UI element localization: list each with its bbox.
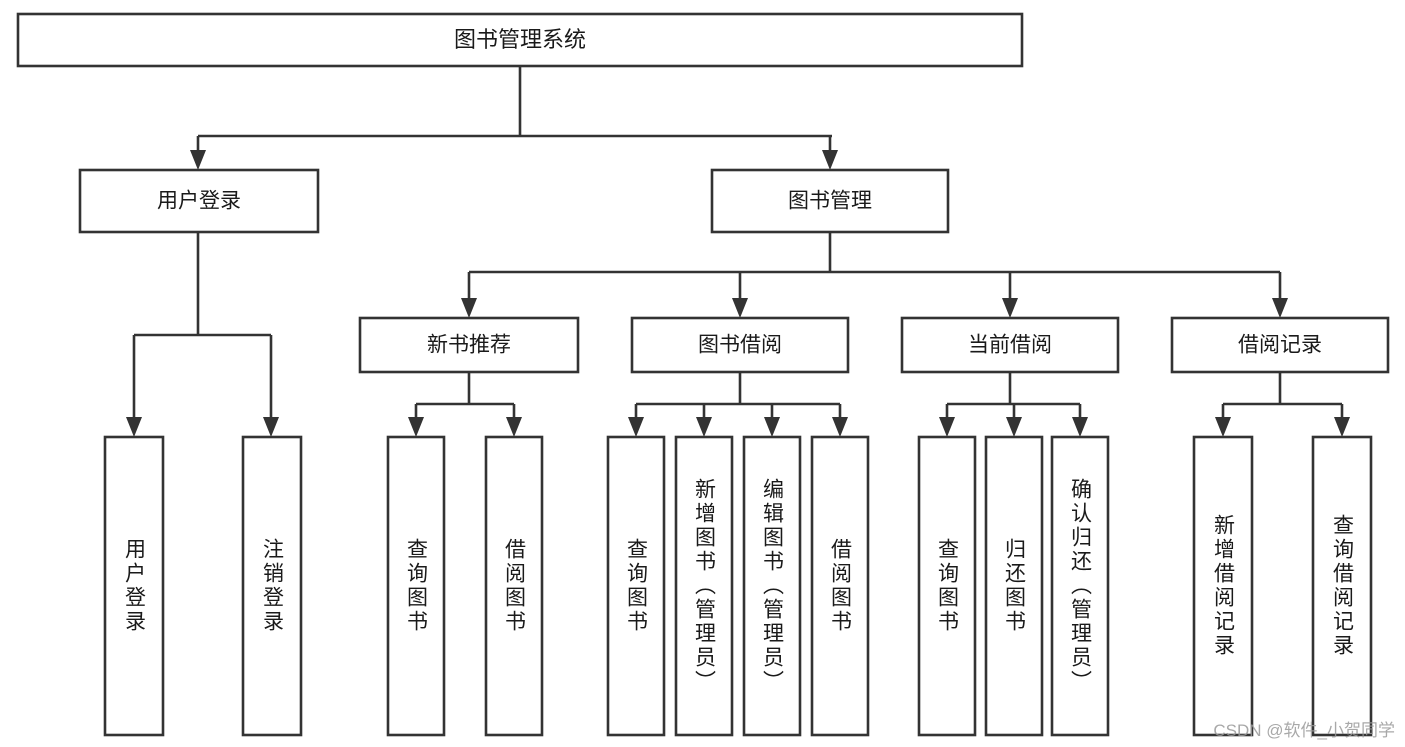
connector-group-book-manage-to-level3 (461, 232, 1288, 318)
node-current-borrow[interactable]: 当前借阅 (900, 316, 1120, 374)
arrow-leaf-add-record-icon (1215, 417, 1231, 437)
node-book-borrow-box[interactable] (630, 316, 850, 374)
arrow-leaf-query-book-3-icon (939, 417, 955, 437)
node-book-manage-box[interactable] (710, 168, 950, 234)
arrow-leaf-user-login-icon (126, 417, 142, 437)
leaf-borrow-book-1-box[interactable] (484, 435, 544, 737)
leaf-confirm-return-box[interactable] (1050, 435, 1110, 737)
arrow-leaf-logout-login-icon (263, 417, 279, 437)
leaf-box-group (103, 435, 1373, 737)
leaf-edit-book-box[interactable] (742, 435, 802, 737)
leaf-borrow-book-2-box[interactable] (810, 435, 870, 737)
node-new-book-recommend[interactable]: 新书推荐 (358, 316, 580, 374)
connector-group-book-borrow-to-leaves (628, 372, 848, 437)
leaf-logout-login-box[interactable] (241, 435, 303, 737)
node-borrow-record[interactable]: 借阅记录 (1170, 316, 1390, 374)
arrow-leaf-query-book-1-icon (408, 417, 424, 437)
arrow-new-book-recommend-icon (461, 298, 477, 318)
node-root-box[interactable] (16, 12, 1024, 68)
connector-group-current-borrow-to-leaves (939, 372, 1088, 437)
node-borrow-record-box[interactable] (1170, 316, 1390, 374)
node-current-borrow-box[interactable] (900, 316, 1120, 374)
node-book-borrow[interactable]: 图书借阅 (630, 316, 850, 374)
leaf-user-login-box[interactable] (103, 435, 165, 737)
arrow-user-login-icon (190, 150, 206, 170)
node-current-borrow-label: 当前借阅 (968, 334, 1052, 357)
arrow-leaf-query-book-2-icon (628, 417, 644, 437)
arrow-leaf-borrow-book-1-icon (506, 417, 522, 437)
arrow-current-borrow-icon (1002, 298, 1018, 318)
node-user-login-box[interactable] (78, 168, 320, 234)
leaf-return-book-box[interactable] (984, 435, 1044, 737)
arrow-leaf-edit-book-icon (764, 417, 780, 437)
connector-group-user-login-to-leaves (126, 232, 279, 437)
connector-group-new-book-recommend-to-leaves (408, 372, 522, 437)
leaf-query-book-2-box[interactable] (606, 435, 666, 737)
node-user-login-label: 用户登录 (157, 190, 241, 213)
node-book-manage[interactable]: 图书管理 (710, 168, 950, 234)
arrow-book-manage-icon (822, 150, 838, 170)
arrow-leaf-return-book-icon (1006, 417, 1022, 437)
node-new-book-recommend-box[interactable] (358, 316, 580, 374)
arrow-borrow-record-icon (1272, 298, 1288, 318)
leaf-add-record-box[interactable] (1192, 435, 1254, 737)
connector-group-root-to-level2 (190, 66, 838, 170)
arrow-book-borrow-icon (732, 298, 748, 318)
leaf-query-book-1-box[interactable] (386, 435, 446, 737)
node-book-borrow-label: 图书借阅 (698, 334, 782, 357)
leaf-add-book-box[interactable] (674, 435, 734, 737)
node-root[interactable]: 图书管理系统 (16, 12, 1024, 68)
node-book-manage-label: 图书管理 (788, 190, 872, 213)
arrow-leaf-add-book-icon (696, 417, 712, 437)
node-new-book-recommend-label: 新书推荐 (427, 334, 511, 357)
node-root-label: 图书管理系统 (454, 27, 586, 52)
node-borrow-record-label: 借阅记录 (1238, 334, 1322, 357)
leaf-query-record-box[interactable] (1311, 435, 1373, 737)
node-user-login[interactable]: 用户登录 (78, 168, 320, 234)
connector-group-borrow-record-to-leaves (1215, 372, 1350, 437)
arrow-leaf-query-record-icon (1334, 417, 1350, 437)
arrow-leaf-borrow-book-2-icon (832, 417, 848, 437)
arrow-leaf-confirm-return-icon (1072, 417, 1088, 437)
leaf-query-book-3-box[interactable] (917, 435, 977, 737)
csdn-watermark: CSDN @软件_小贺同学 (1213, 721, 1395, 740)
